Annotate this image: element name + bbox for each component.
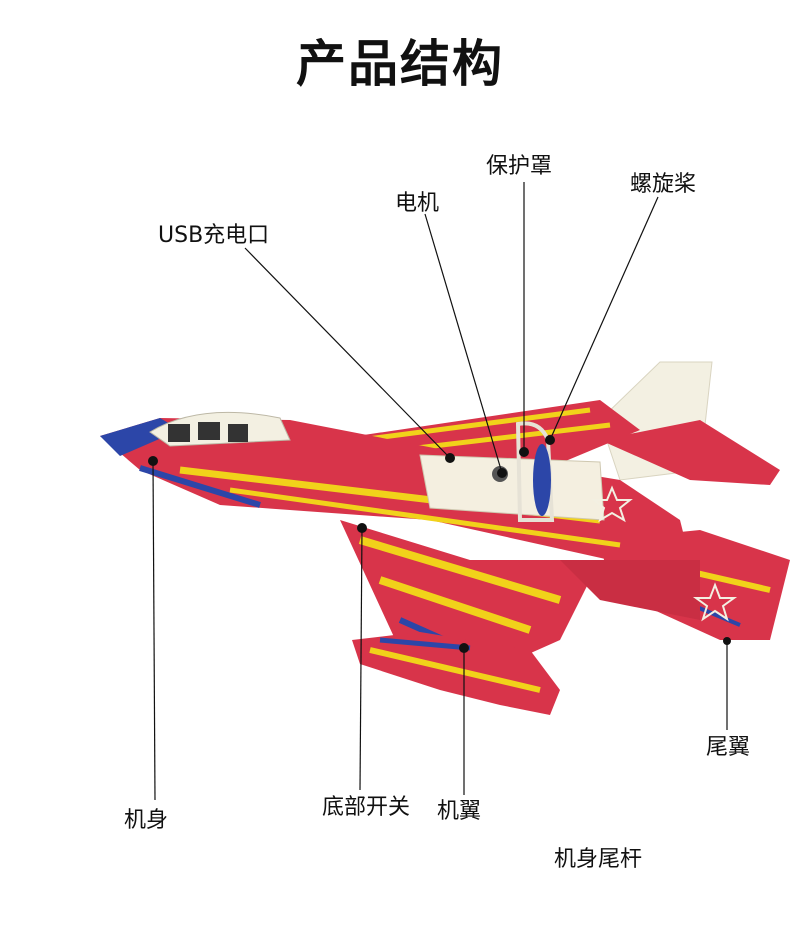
- label-usb-port: USB充电口: [158, 223, 270, 248]
- star-decoration: [692, 582, 738, 622]
- tail-wing-left: [600, 420, 780, 485]
- label-propeller: 螺旋桨: [630, 172, 697, 197]
- label-tail-boom: 机身尾杆: [554, 847, 643, 872]
- page-title: 产品结构: [296, 35, 504, 93]
- label-tail-wing: 尾翼: [706, 735, 751, 760]
- label-fuselage: 机身: [124, 808, 169, 833]
- label-motor: 电机: [395, 191, 440, 216]
- tail-boom: [560, 560, 700, 620]
- propeller: [533, 444, 551, 516]
- label-wing: 机翼: [437, 799, 482, 824]
- fuselage: [100, 418, 690, 560]
- label-guard: 保护罩: [486, 154, 553, 179]
- canard: [352, 632, 560, 715]
- label-bottom-switch: 底部开关: [322, 795, 411, 820]
